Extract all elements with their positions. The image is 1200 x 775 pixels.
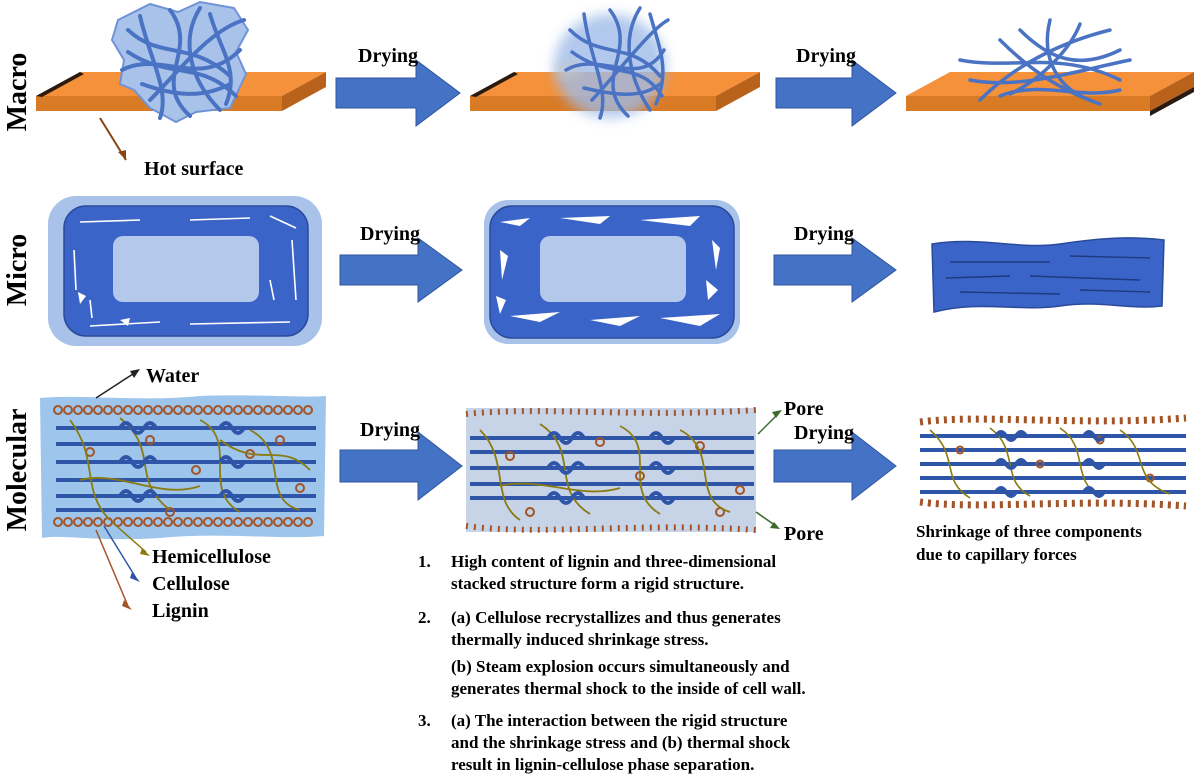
row-label-micro: Micro <box>2 234 33 307</box>
drying-arrow-micro-2: Drying <box>773 223 897 303</box>
cellulose-coils-1 <box>118 421 246 503</box>
cellulose-chains-3 <box>920 434 1186 494</box>
hemicellulose-strands-2 <box>479 423 731 521</box>
drying-arrow-micro-1: Drying <box>339 223 463 303</box>
water-label: Water <box>146 365 199 387</box>
shrinkage-note-line-2: due to capillary forces <box>916 545 1077 564</box>
drying-arrow-molecular-1: Drying <box>339 419 463 502</box>
cellulose-coils-2 <box>546 431 676 505</box>
hot-plate-3 <box>906 72 1194 116</box>
molecular-structure-wet <box>40 395 326 540</box>
lignin-label: Lignin <box>152 600 209 622</box>
note-2-number: 2. <box>418 608 431 627</box>
fiber-cluster-dried <box>958 18 1132 106</box>
note-1-line-1: High content of lignin and three-dimensi… <box>451 552 776 571</box>
note-2b-line-1: (b) Steam explosion occurs simultaneousl… <box>451 657 790 676</box>
drying-arrow-macro-1: Drying <box>335 45 461 127</box>
fiber-cluster-drying <box>554 6 670 120</box>
cell-wall-wet <box>48 196 322 346</box>
drying-label: Drying <box>360 223 420 245</box>
mechanism-notes: 1. High content of lignin and three-dime… <box>418 552 806 774</box>
drying-label: Drying <box>796 45 856 67</box>
row-label-molecular: Molecular <box>2 409 33 532</box>
cellulose-chains-1 <box>56 426 316 512</box>
drying-arrow-macro-2: Drying <box>775 45 897 127</box>
note-3-line-1: (a) The interaction between the rigid st… <box>451 711 788 730</box>
cellulose-coils-3 <box>994 430 1106 498</box>
note-1-line-2: stacked structure form a rigid structure… <box>451 574 744 593</box>
drying-label: Drying <box>794 223 854 245</box>
note-2b-line-2: generates thermal shock to the inside of… <box>451 679 806 698</box>
note-3-number: 3. <box>418 711 431 730</box>
drying-label: Drying <box>360 419 420 441</box>
note-3-line-3: result in lignin-cellulose phase separat… <box>451 755 754 774</box>
lignin-rings-3 <box>919 414 1187 510</box>
row-label-macro: Macro <box>2 53 33 132</box>
hot-surface-label: Hot surface <box>144 158 244 180</box>
pore-label-bottom: Pore <box>784 523 824 545</box>
pore-label-top: Pore <box>784 398 824 420</box>
cell-wall-drying <box>484 200 740 344</box>
molecular-structure-dried <box>919 414 1187 510</box>
shrinkage-note-line-1: Shrinkage of three components <box>916 522 1142 541</box>
hemicellulose-strands-1 <box>69 417 311 521</box>
drying-label: Drying <box>358 45 418 67</box>
note-2-line-1: (a) Cellulose recrystallizes and thus ge… <box>451 608 781 627</box>
cell-wall-dried <box>931 237 1165 313</box>
drying-arrow-molecular-2: Drying <box>773 422 897 502</box>
note-1-number: 1. <box>418 552 431 571</box>
lignin-rings-1 <box>53 405 313 527</box>
note-2-line-2: thermally induced shrinkage stress. <box>451 630 709 649</box>
fiber-cluster-wet <box>110 0 250 124</box>
drying-label: Drying <box>794 422 854 444</box>
note-3-line-2: and the shrinkage stress and (b) thermal… <box>451 733 791 752</box>
cellulose-label: Cellulose <box>152 573 230 595</box>
molecular-structure-drying <box>465 407 757 533</box>
hemicellulose-label: Hemicellulose <box>152 546 271 568</box>
